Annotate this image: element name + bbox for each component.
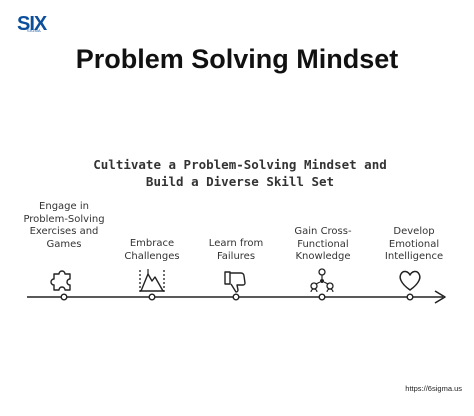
diagram-title-line-1: Cultivate a Problem-Solving Mindset and xyxy=(93,157,387,172)
page-title: Problem Solving Mindset xyxy=(75,44,399,74)
step-label-3: Learn from Failures xyxy=(208,238,264,262)
thumbs-down-icon xyxy=(224,271,246,293)
step-label-5: Develop Emotional Intelligence xyxy=(384,226,444,262)
timeline-node-4 xyxy=(318,293,326,301)
timeline-arrowhead xyxy=(434,290,446,304)
timeline-node-2 xyxy=(148,293,156,301)
source-url[interactable]: https://6sigma.us xyxy=(405,384,462,393)
six-sigma-logo: SIX SIGMA xyxy=(17,12,51,36)
step-label-1: Engage in Problem-Solving Exercises and … xyxy=(23,201,105,250)
heart-icon xyxy=(399,270,421,291)
timeline-node-5 xyxy=(406,293,414,301)
timeline-line xyxy=(26,295,444,299)
network-icon xyxy=(310,268,334,293)
mountain-climb-icon xyxy=(139,269,165,292)
logo-text: SIX xyxy=(17,13,47,35)
timeline-node-1 xyxy=(60,293,68,301)
step-label-2: Embrace Challenges xyxy=(124,238,180,262)
step-label-4: Gain Cross-Functional Knowledge xyxy=(294,226,352,262)
logo-subtext: SIGMA xyxy=(27,28,41,33)
diagram-title: Cultivate a Problem-Solving Mindset and … xyxy=(60,156,420,190)
puzzle-icon xyxy=(50,270,71,291)
diagram-title-line-2: Build a Diverse Skill Set xyxy=(145,174,335,189)
timeline-node-3 xyxy=(232,293,240,301)
